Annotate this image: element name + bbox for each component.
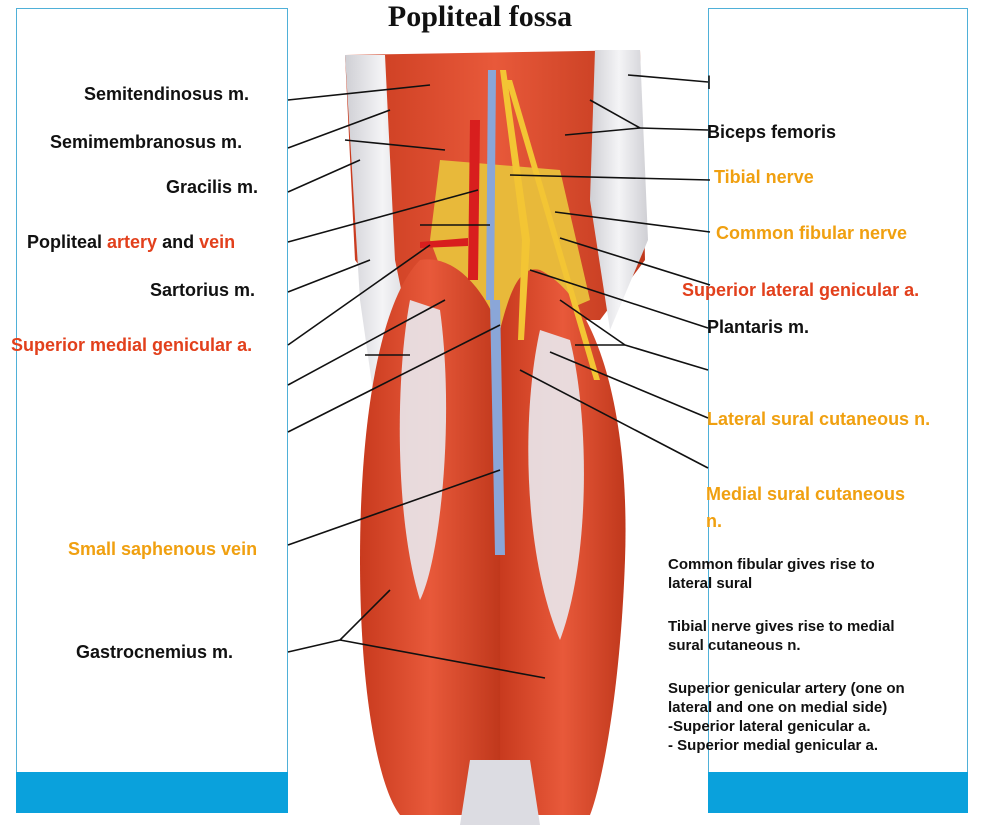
label-right-top: l [707, 73, 711, 93]
small-saphenous-vein [490, 300, 505, 555]
label-superior-medial-genicular: Superior medial genicular a. [11, 335, 253, 355]
label-sartorius: Sartorius m. [150, 280, 256, 300]
right-accent-bar [708, 772, 968, 813]
label-superior-lateral-genicular: Superior lateral genicular a. [682, 280, 920, 300]
label-common-fibular-nerve: Common fibular nerve [716, 223, 908, 243]
leader-lines [287, 74, 711, 679]
label-medial-sural-cutaneous-line2: n. [706, 511, 722, 531]
lateral-tendon [590, 50, 648, 330]
popliteal-vein [486, 70, 496, 300]
label-small-saphenous-vein: Small saphenous vein [68, 539, 258, 559]
label-gracilis: Gracilis m. [166, 177, 259, 197]
label-lateral-sural-cutaneous: Lateral sural cutaneous n. [707, 409, 931, 429]
label-biceps-femoris: Biceps femoris [707, 122, 837, 142]
page-title: Popliteal fossa [387, 0, 573, 33]
left-accent-bar [16, 772, 288, 813]
note-common-fibular: Common fibular gives rise to lateral sur… [668, 556, 875, 592]
label-semimembranosus: Semimembranosus m. [50, 132, 243, 152]
left-frame [16, 8, 288, 813]
popliteal-artery [468, 120, 480, 280]
label-plantaris: Plantaris m. [707, 317, 810, 337]
label-medial-sural-cutaneous-line1: Medial sural cutaneous [706, 484, 906, 504]
label-popliteal-and: and [157, 232, 200, 252]
label-popliteal-vein-word: vein [199, 232, 236, 252]
common-fibular-nerve [506, 80, 600, 380]
label-semitendinosus: Semitendinosus m. [84, 84, 250, 104]
note-tibial-nerve: Tibial nerve gives rise to medial sural … [668, 618, 895, 654]
note-superior-genicular: Superior genicular artery (one on latera… [668, 680, 905, 754]
calcaneal-tendon [460, 760, 540, 825]
gastrocnemius-tendon-medial [399, 300, 447, 600]
right-frame [708, 8, 968, 813]
tibial-nerve [500, 70, 530, 340]
label-popliteal-artery-word: artery [107, 232, 158, 252]
label-gastrocnemius: Gastrocnemius m. [76, 642, 234, 662]
label-popliteal-part1: Popliteal [27, 232, 108, 252]
gastrocnemius-tendon-lateral [528, 330, 584, 640]
label-tibial-nerve: Tibial nerve [714, 167, 814, 187]
label-popliteal-artery-vein: Popliteal artery and vein [27, 231, 235, 253]
medial-genicular-artery [420, 238, 468, 248]
